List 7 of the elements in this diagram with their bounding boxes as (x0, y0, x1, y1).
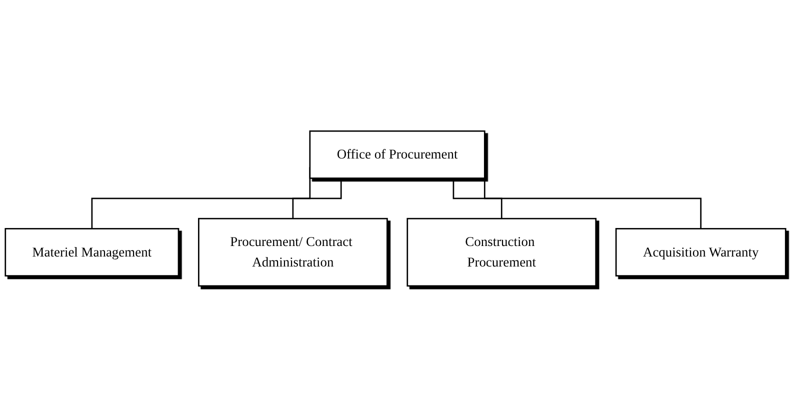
connector (452, 178, 502, 220)
node-box: Procurement/ Contract Administration (198, 218, 388, 287)
connector (292, 178, 342, 220)
node-box: Office of Procurement (309, 130, 486, 179)
node-box: Acquisition Warranty (615, 228, 786, 276)
node-box: Construction Procurement (406, 218, 597, 287)
node-box: Materiel Management (4, 228, 180, 276)
